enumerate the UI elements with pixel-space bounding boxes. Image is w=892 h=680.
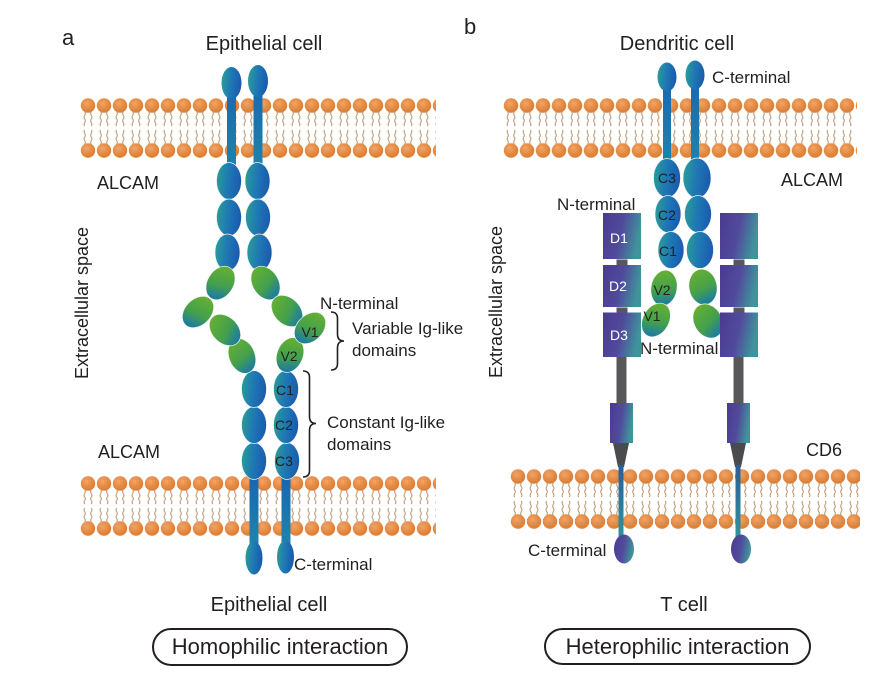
c-terminal-top-label-b: C-terminal [712, 68, 790, 87]
ig-domain-oval [241, 406, 267, 444]
cd6-label: CD6 [806, 440, 842, 460]
ig-domain-oval [216, 198, 242, 237]
v-domain-oval [181, 295, 215, 329]
v-domain-oval [205, 265, 236, 301]
homophilic-interaction-label: Homophilic interaction [172, 634, 388, 659]
cd6-domain-d2 [603, 265, 641, 307]
cd6-c-terminal-oval [614, 534, 634, 564]
ig-domain-oval [246, 233, 273, 272]
variable-domains-bracket [330, 311, 345, 371]
cd6-membrane-proximal-domain [610, 403, 633, 443]
c-terminal-oval [277, 540, 294, 574]
c-terminal-label-a: C-terminal [294, 555, 372, 574]
n-terminal-cd6-label: N-terminal [557, 195, 635, 214]
alcam-label-bottom-a: ALCAM [98, 442, 160, 462]
v-domain-oval [688, 268, 718, 306]
variable-domains-label-line1: Variable Ig-like [352, 319, 463, 338]
n-terminal-alcam-label-b: N-terminal [640, 339, 718, 358]
domain-label-d3: D3 [610, 327, 628, 343]
cd6-stalk [616, 357, 627, 403]
cd6-transmembrane-stalk [735, 465, 741, 537]
cd6-transmembrane-stalk [618, 465, 624, 537]
epithelial-cell-bottom-title: Epithelial cell [211, 594, 328, 616]
heterophilic-interaction-badge: Heterophilic interaction [544, 628, 811, 665]
domain-label-c1-b: C1 [659, 243, 677, 259]
ig-domain-oval [245, 198, 271, 237]
cd6-domain-d1 [720, 213, 758, 259]
cd6-domain-d3 [720, 312, 758, 357]
extracellular-space-label-a: Extracellular space [72, 227, 92, 379]
domain-label-v1-b: V1 [643, 308, 660, 324]
heterophilic-interaction-label: Heterophilic interaction [566, 634, 790, 659]
domain-label-d1: D1 [610, 230, 628, 246]
cd6-molecule-right [720, 213, 758, 564]
panel-a: a Epithelial cell [62, 25, 463, 666]
domain-label-c2-a: C2 [275, 417, 293, 433]
domain-label-c1-a: C1 [276, 382, 294, 398]
domain-label-v2-b: V2 [653, 282, 670, 298]
panel-a-label: a [62, 25, 75, 50]
c-terminal-oval [685, 60, 705, 90]
c-terminal-oval [248, 65, 268, 97]
ig-domain-oval [686, 231, 714, 269]
domain-label-c3-a: C3 [275, 453, 293, 469]
dendritic-cell-title: Dendritic cell [620, 33, 734, 55]
panel-b-label: b [464, 14, 476, 39]
c-terminal-bottom-label-b: C-terminal [528, 541, 606, 560]
alcam-label-top-a: ALCAM [97, 173, 159, 193]
cd6-domain-linker [616, 259, 628, 265]
alcam-molecule-bottom-right [273, 311, 327, 574]
cd6-domain-linker [733, 307, 745, 313]
ig-domain-oval [244, 162, 271, 200]
membrane-top-b [503, 98, 857, 158]
cd6-domain-linker [733, 259, 745, 265]
membrane-bottom-b [510, 469, 860, 529]
domain-label-d2: D2 [609, 278, 627, 294]
alcam-molecule-top-right [244, 65, 304, 328]
domain-label-v1-a: V1 [301, 324, 318, 340]
ig-domain-oval [682, 157, 712, 199]
ig-domain-oval [216, 162, 242, 200]
cd6-domain-linker [616, 307, 628, 313]
alcam-molecule-bottom-left [208, 313, 267, 575]
cd6-molecule-left [603, 213, 641, 564]
cd6-domain-d3 [603, 312, 641, 357]
constant-domains-label-line1: Constant Ig-like [327, 413, 445, 432]
v-domain-oval [641, 302, 671, 338]
ig-domain-oval [241, 442, 267, 480]
c-terminal-oval [221, 67, 242, 99]
homophilic-interaction-badge: Homophilic interaction [152, 628, 408, 666]
alcam-molecule-left-b [641, 62, 685, 338]
extracellular-space-label-b: Extracellular space [486, 226, 506, 378]
constant-domains-bracket [302, 370, 317, 478]
ig-domain-oval [241, 370, 267, 408]
cd6-membrane-proximal-domain [727, 403, 750, 443]
alcam-molecule-top-left [181, 67, 242, 329]
cd6-stalk-taper [613, 443, 629, 467]
c-terminal-oval [657, 62, 677, 92]
cd6-domain-d2 [720, 265, 758, 307]
domain-label-c3-b: C3 [658, 170, 676, 186]
t-cell-title: T cell [660, 594, 707, 616]
domain-label-v2-a: V2 [280, 348, 297, 364]
domain-label-c2-b: C2 [658, 207, 676, 223]
ig-domain-oval [657, 231, 685, 269]
cd6-domain-d1 [603, 213, 641, 259]
constant-domains-label-line2: domains [327, 435, 391, 454]
v-domain-oval [208, 313, 242, 347]
alcam-label-b: ALCAM [781, 170, 843, 190]
alcam-molecule-right-b [682, 60, 724, 339]
cd6-stalk-taper [730, 443, 746, 467]
v-domain-oval [293, 311, 327, 345]
variable-domains-label-line2: domains [352, 341, 416, 360]
ig-domain-oval [684, 195, 712, 233]
cd6-stalk [733, 357, 744, 403]
c-terminal-oval [245, 541, 263, 575]
ig-domain-oval [214, 233, 241, 272]
epithelial-cell-top-title: Epithelial cell [206, 33, 323, 55]
cd6-c-terminal-oval [731, 534, 751, 564]
panel-b: b Dendritic cell [464, 14, 860, 665]
n-terminal-label-a: N-terminal [320, 294, 398, 313]
